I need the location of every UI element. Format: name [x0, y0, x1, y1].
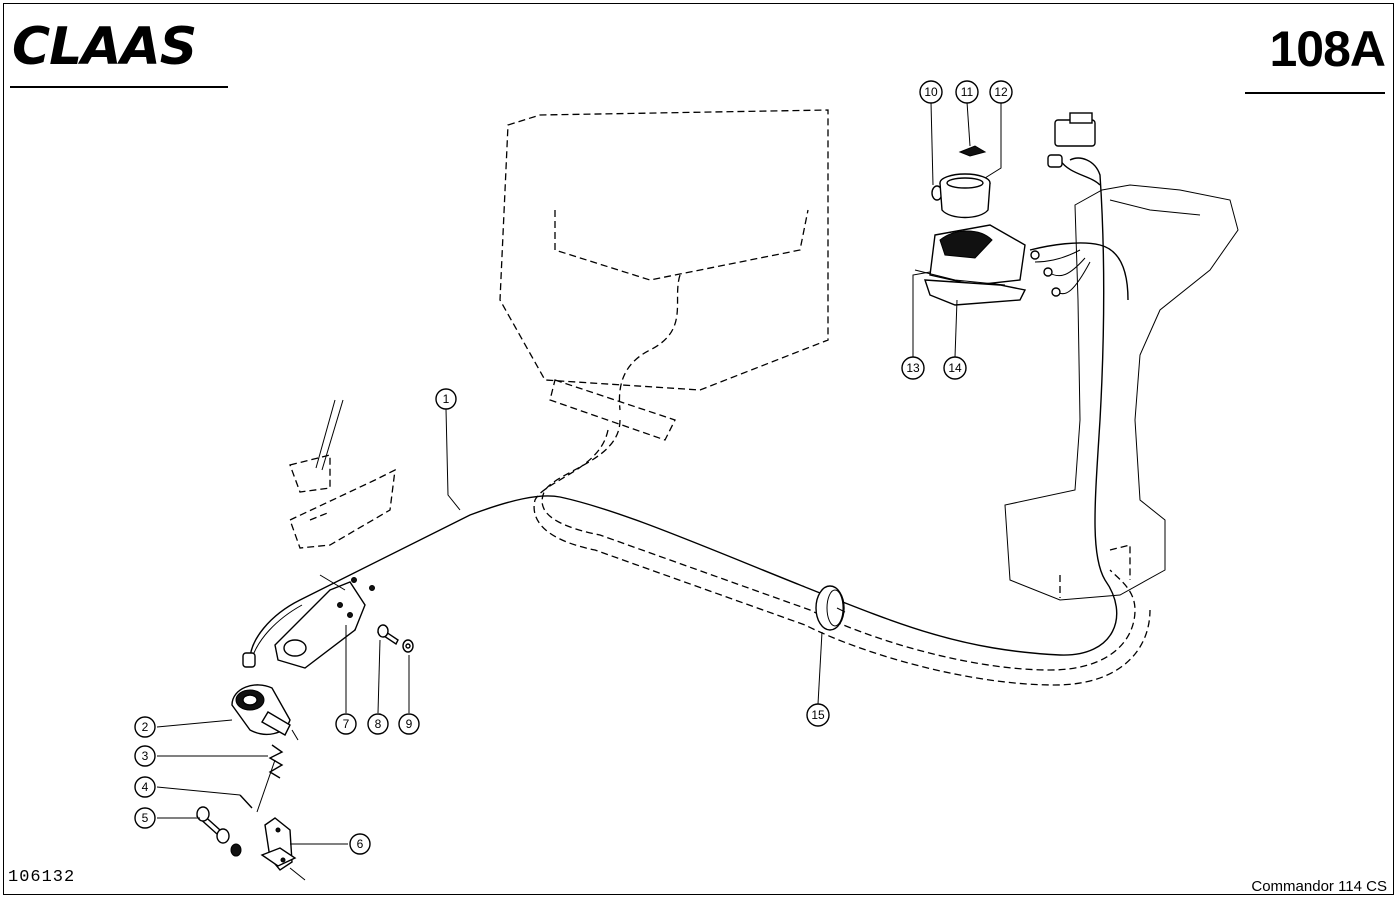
model-name: Commandor 114 CS: [1251, 878, 1387, 895]
callout-6: 6: [349, 833, 371, 855]
lower-fasteners: [196, 806, 306, 881]
callout-1: 1: [435, 388, 457, 410]
callout-label: 10: [924, 85, 938, 99]
callout-label: 12: [994, 85, 1008, 99]
callout-label: 14: [948, 361, 962, 375]
column-outline: [1004, 184, 1239, 601]
callout-10: 10: [919, 80, 943, 104]
callout-15: 15: [806, 703, 830, 727]
callout-label: 5: [142, 811, 149, 825]
platform-outline: [289, 399, 396, 549]
callout-label: 13: [906, 361, 920, 375]
callout-9: 9: [398, 713, 420, 735]
callout-7: 7: [335, 713, 357, 735]
callout-4: 4: [134, 776, 156, 798]
switch-assembly: [231, 684, 299, 813]
cab-outline: [499, 109, 829, 441]
callout-13: 13: [901, 356, 925, 380]
callout-label: 7: [343, 717, 350, 731]
callout-3: 3: [134, 745, 156, 767]
leader-lines: [156, 101, 1002, 845]
page-number-underline: [1245, 92, 1385, 94]
wiring-harness: [1029, 112, 1129, 301]
callout-12: 12: [989, 80, 1013, 104]
callout-label: 6: [357, 837, 364, 851]
callout-label: 9: [406, 717, 413, 731]
mounting-bracket: [274, 574, 375, 669]
callout-label: 2: [142, 720, 149, 734]
brand-underline: [10, 86, 228, 88]
page-frame: [3, 3, 1394, 895]
callout-label: 8: [375, 717, 382, 731]
page-number: 108A: [1269, 21, 1386, 77]
brand-logo-text: CLAAS: [12, 17, 196, 76]
drawing-number: 106132: [8, 868, 76, 887]
callout-label: 4: [142, 780, 149, 794]
callout-label: 11: [961, 85, 974, 99]
throttle-cable: [242, 157, 1118, 668]
callout-label: 3: [142, 749, 149, 763]
callout-label: 1: [443, 392, 450, 406]
callout-14: 14: [943, 356, 967, 380]
callout-2: 2: [134, 716, 156, 738]
gauge-assembly: [914, 145, 1027, 306]
callout-8: 8: [367, 713, 389, 735]
brand-logo: CLAAS: [12, 17, 197, 76]
callout-11: 11: [955, 80, 979, 104]
callout-5: 5: [134, 807, 156, 829]
callout-label: 15: [811, 708, 825, 722]
cable-clip: [815, 585, 846, 631]
bolt-and-washer: [377, 624, 414, 653]
cable-conduit: [533, 419, 1151, 686]
